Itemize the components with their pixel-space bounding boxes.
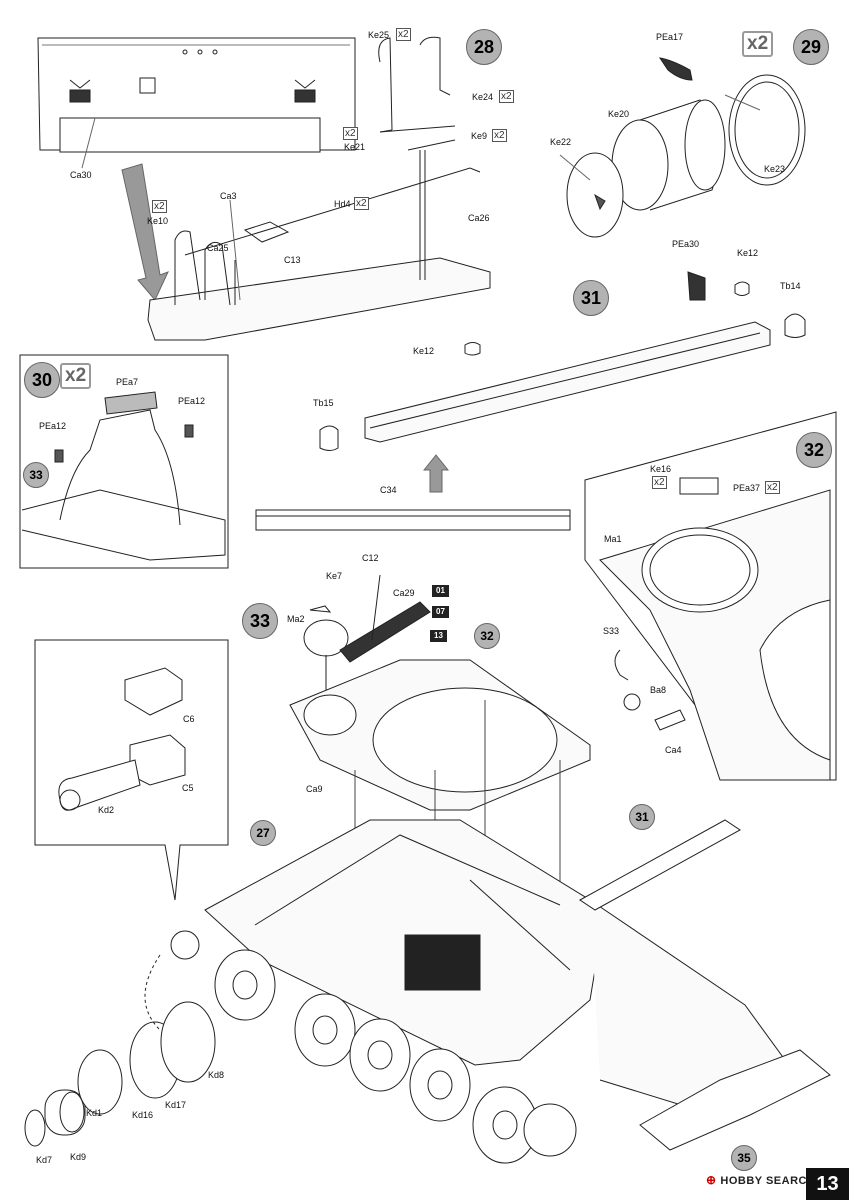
part-label-ma2: Ma2: [287, 614, 305, 624]
hull-front-plate-drawing: [37, 37, 356, 153]
step-30-badge: 30: [24, 362, 60, 398]
part-label-ke23: Ke23: [764, 164, 786, 174]
part-label-ke7: Ke7: [326, 571, 343, 581]
ke16-multiplier: x2: [652, 476, 667, 489]
part-label-ke25: Ke25: [368, 30, 390, 40]
track-links-drawing: [639, 1049, 831, 1151]
paint-code-01: 01: [432, 585, 449, 597]
step29-multiplier: x2: [742, 31, 774, 57]
part-label-kd1: Kd1: [86, 1108, 103, 1118]
part-label-pea7: PEa7: [116, 377, 139, 387]
paint-code-07: 07: [432, 606, 449, 618]
part-label-kd8: Kd8: [208, 1070, 225, 1080]
part-label-c34: C34: [380, 485, 397, 495]
part-label-pea17: PEa17: [656, 32, 684, 42]
part-label-c13: C13: [284, 255, 301, 265]
part-label-ca4: Ca4: [665, 745, 682, 755]
part-label-kd17: Kd17: [165, 1100, 187, 1110]
part-label-kd16: Kd16: [132, 1110, 154, 1120]
part-label-ca3: Ca3: [220, 191, 237, 201]
part-label-hd4: Hd4: [334, 199, 351, 209]
engine-deck-plate-drawing: [289, 659, 591, 811]
ref-27-badge: 27: [250, 820, 276, 846]
hd4-multiplier: x2: [354, 197, 369, 210]
step-31-badge: 31: [573, 280, 609, 316]
part-label-pea12-left: PEa12: [39, 421, 67, 431]
part-label-ke16: Ke16: [650, 464, 672, 474]
page-number: 13: [806, 1168, 849, 1200]
part-label-kd9: Kd9: [70, 1152, 87, 1162]
part-label-ma1: Ma1: [604, 534, 622, 544]
fuel-drum-drawing: [566, 57, 806, 238]
step30-frame: [19, 354, 229, 569]
step-28-badge: 28: [466, 29, 502, 65]
part-label-ke20: Ke20: [608, 109, 630, 119]
part-label-s33: S33: [603, 626, 620, 636]
part-label-ke12-right: Ke12: [737, 248, 759, 258]
ke9-multiplier: x2: [492, 129, 507, 142]
side-plate-drawing: [255, 271, 806, 531]
paint-code-13: 13: [430, 630, 447, 642]
ke10-multiplier: x2: [152, 200, 167, 213]
part-label-tb14: Tb14: [780, 281, 801, 291]
sprocket-exploded-drawing: [24, 930, 216, 1147]
part-label-ke21: Ke21: [344, 142, 366, 152]
part-label-pea12-right: PEa12: [178, 396, 206, 406]
step-32-badge: 32: [796, 432, 832, 468]
cupola-drawing: [303, 574, 431, 700]
part-label-c6: C6: [183, 714, 195, 724]
hull-rail-drawing: [147, 36, 491, 341]
ref-35-badge: 35: [731, 1145, 757, 1171]
part-label-ke9: Ke9: [471, 131, 488, 141]
part-label-tb15: Tb15: [313, 398, 334, 408]
ke24-multiplier: x2: [499, 90, 514, 103]
part-label-ke10: Ke10: [147, 216, 169, 226]
part-label-ca26: Ca26: [468, 213, 490, 223]
part-label-ba8: Ba8: [650, 685, 667, 695]
part-label-kd7: Kd7: [36, 1155, 53, 1165]
pea37-multiplier: x2: [765, 481, 780, 494]
part-label-ca9: Ca9: [306, 784, 323, 794]
part-label-pea30: PEa30: [672, 239, 700, 249]
ref-31-badge: 31: [629, 804, 655, 830]
step30-multiplier: x2: [60, 363, 92, 389]
part-label-ca29: Ca29: [393, 588, 415, 598]
hatch-ring-drawing: [599, 477, 831, 781]
bracket-detail-drawing: [58, 667, 186, 811]
step-33-badge: 33: [242, 603, 278, 639]
part-label-kd2: Kd2: [98, 805, 115, 815]
ke25-multiplier: x2: [396, 28, 411, 41]
part-label-c12: C12: [362, 553, 379, 563]
part-label-ke24: Ke24: [472, 92, 494, 102]
part-label-ke22: Ke22: [550, 137, 572, 147]
road-wheels-drawing: [214, 949, 577, 1164]
ref-32-badge: 32: [474, 623, 500, 649]
part-label-ca30: Ca30: [70, 170, 92, 180]
ref-33-badge: 33: [23, 462, 49, 488]
part-label-ke12-left: Ke12: [413, 346, 435, 356]
assembly-arrow: [121, 163, 169, 301]
ke21-multiplier: x2: [343, 127, 358, 140]
detail-inset-frame: [34, 639, 229, 901]
watermark-logo: ⊕ HOBBY SEARCH: [706, 1173, 816, 1187]
part-label-ca25: Ca25: [207, 243, 229, 253]
part-label-c5: C5: [182, 783, 194, 793]
step-29-badge: 29: [793, 29, 829, 65]
part-label-pea37: PEa37: [733, 483, 761, 493]
hull-body-drawing: [204, 819, 786, 1121]
seat-assembly-drawing: [21, 391, 226, 561]
